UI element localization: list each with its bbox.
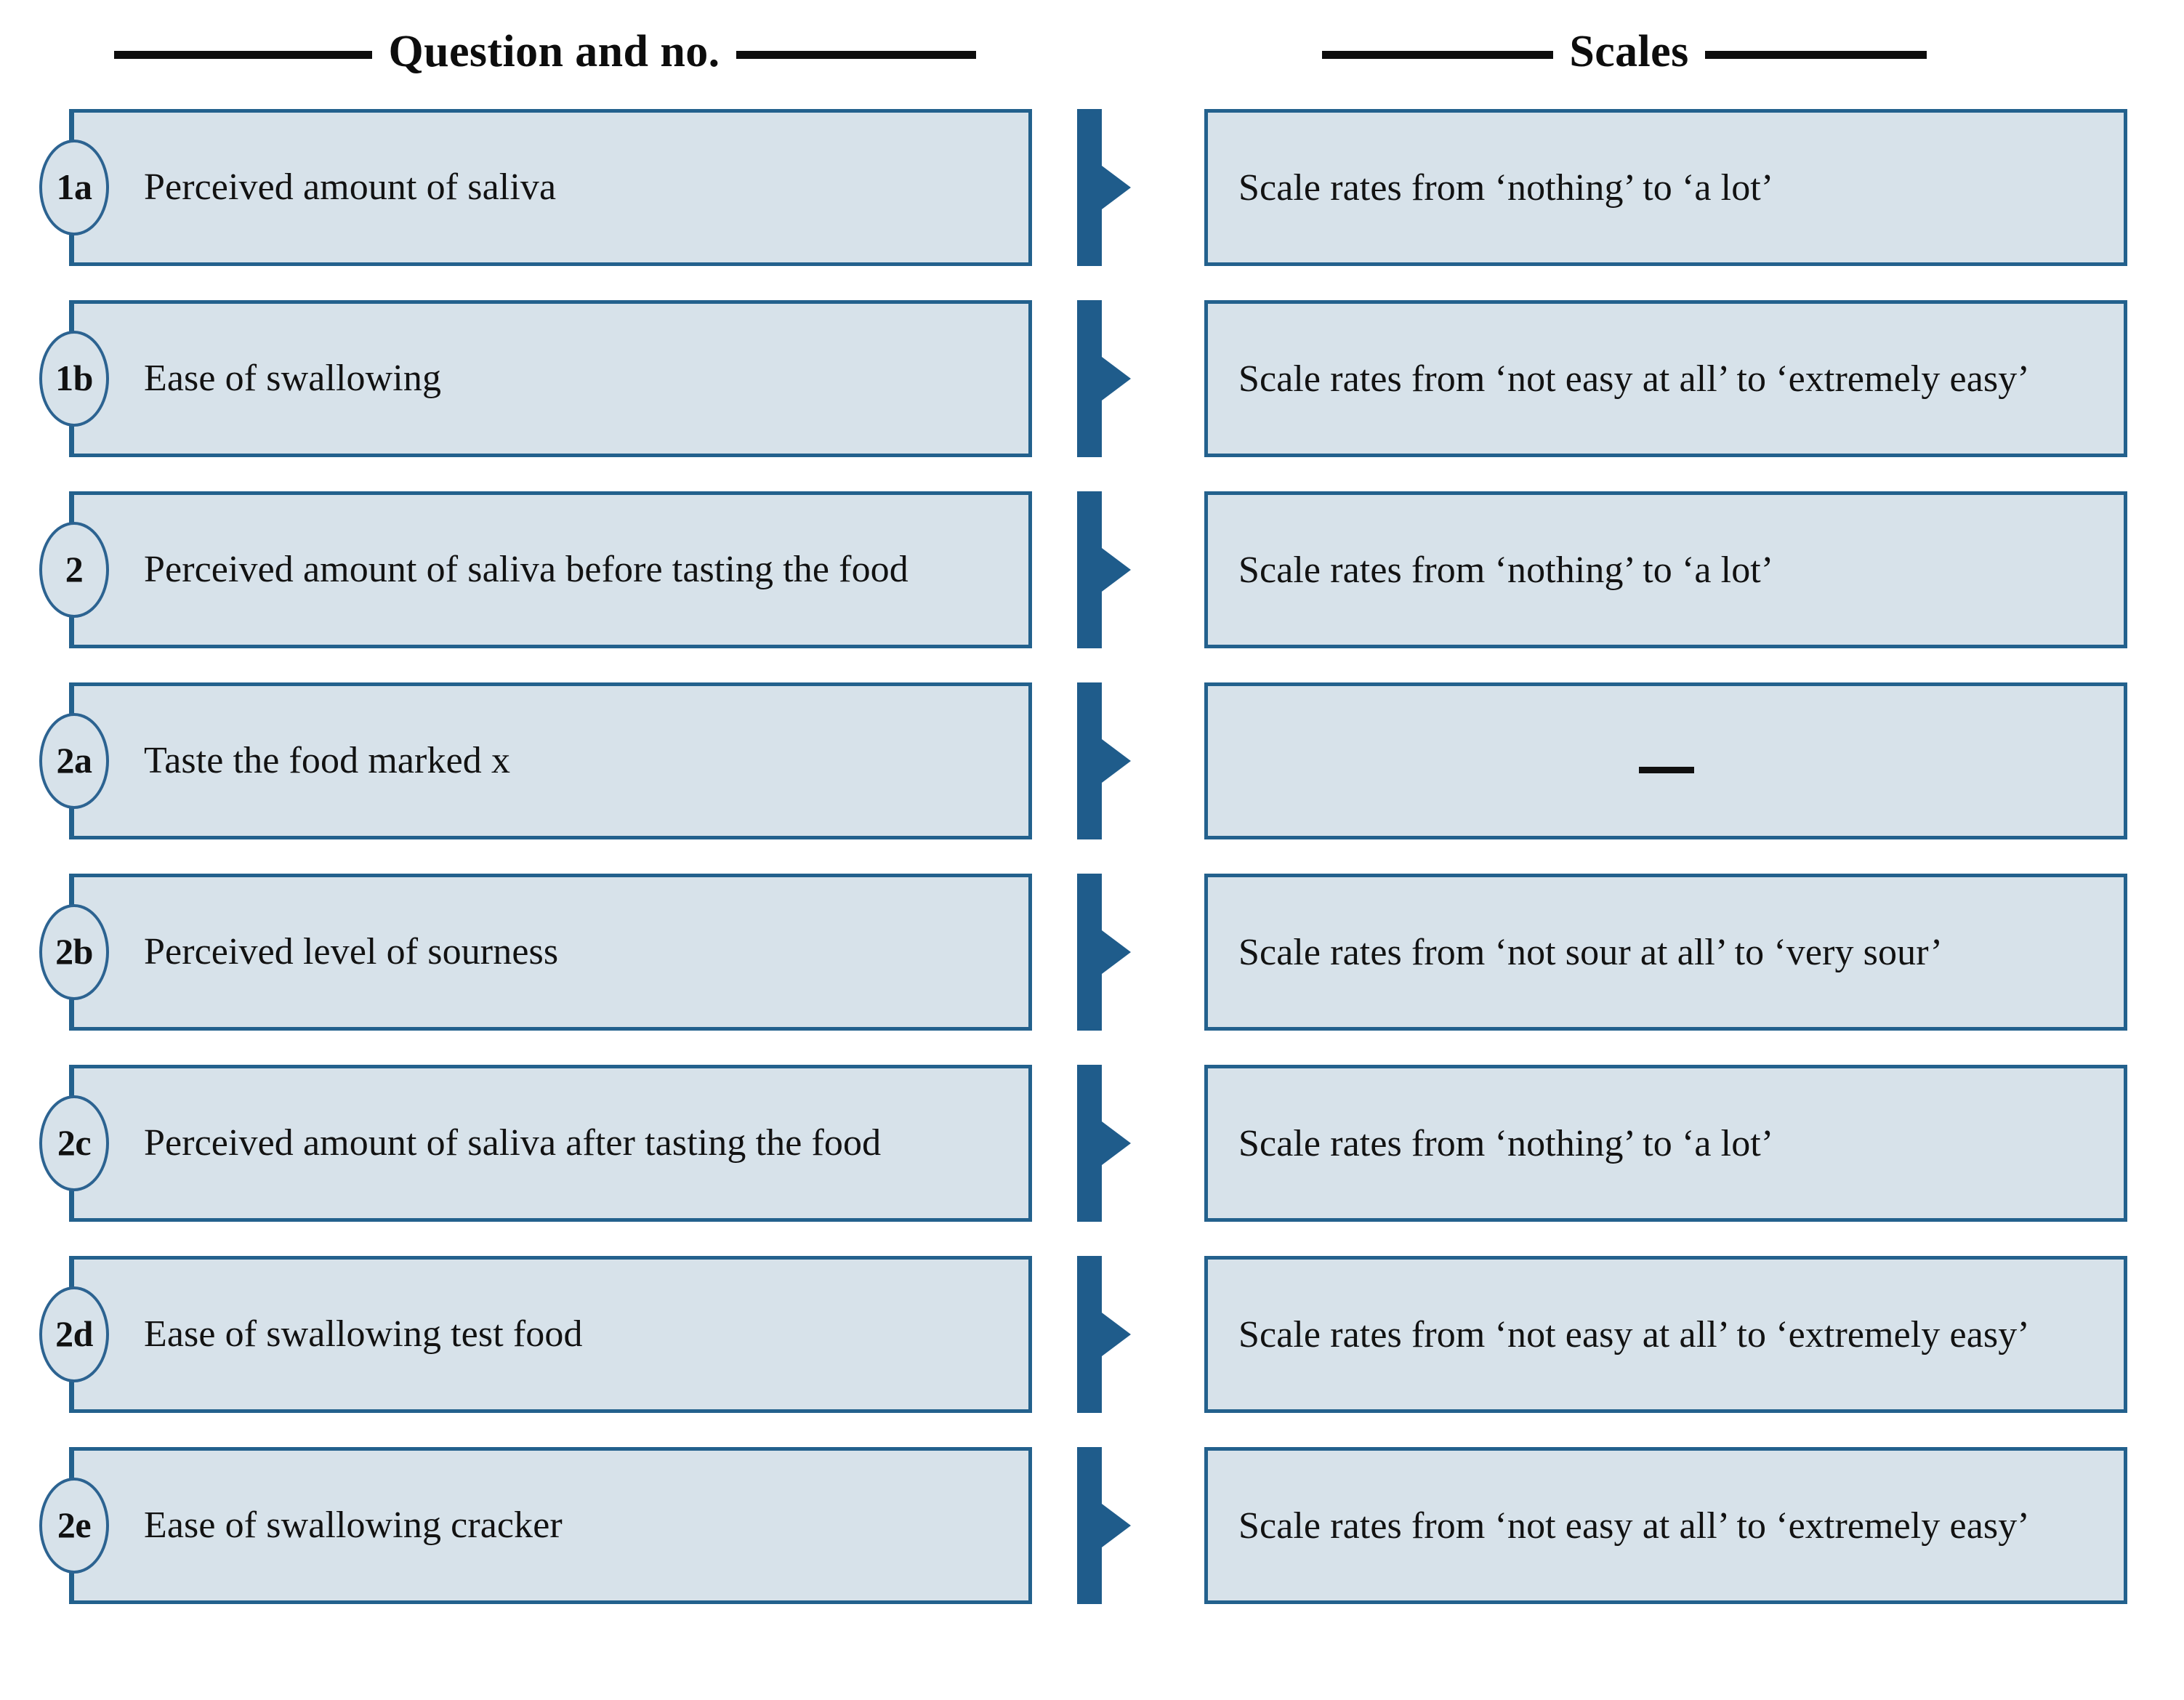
arrow-cell <box>1077 682 1204 839</box>
question-cell: 2b Perceived level of sourness <box>39 874 1032 1031</box>
question-cell: 2e Ease of swallowing cracker <box>39 1447 1032 1604</box>
scale-box-2b[interactable]: Scale rates from ‘not sour at all’ to ‘v… <box>1204 874 2127 1031</box>
scale-text-2d: Scale rates from ‘not easy at all’ to ‘e… <box>1238 1313 2030 1355</box>
question-box-2[interactable]: 2 Perceived amount of saliva before tast… <box>39 491 1032 648</box>
question-text-2: Perceived amount of saliva before tastin… <box>144 549 908 591</box>
scale-box-1a[interactable]: Scale rates from ‘nothing’ to ‘a lot’ <box>1204 109 2127 266</box>
question-number-label-2: 2 <box>65 549 84 589</box>
question-number-label-2a: 2a <box>56 740 93 781</box>
diagram-row-1a: 1a Perceived amount of saliva Scale rate… <box>0 109 2184 266</box>
arrow-cell <box>1077 874 1204 1031</box>
arrow-right-icon-1b <box>1077 300 1143 457</box>
scale-text-2b: Scale rates from ‘not sour at all’ to ‘v… <box>1238 931 1943 973</box>
question-box-1b[interactable]: 1b Ease of swallowing <box>39 300 1032 457</box>
question-number-badge-2a: 2a <box>39 713 109 809</box>
diagram-header: Question and no. Scales <box>0 0 2184 109</box>
header-column-scales: Scales <box>1108 27 2140 77</box>
question-number-label-1a: 1a <box>56 166 93 207</box>
diagram-row-2c: 2c Perceived amount of saliva after tast… <box>0 1065 2184 1222</box>
scale-box-2c[interactable]: Scale rates from ‘nothing’ to ‘a lot’ <box>1204 1065 2127 1222</box>
question-box-1a[interactable]: 1a Perceived amount of saliva <box>39 109 1032 266</box>
arrow-cell <box>1077 109 1204 266</box>
question-number-badge-2b: 2b <box>39 904 109 1000</box>
diagram-row-2a: 2a Taste the food marked x <box>0 682 2184 839</box>
header-rule-right <box>1704 50 1927 59</box>
question-text-2c: Perceived amount of saliva after tasting… <box>144 1122 882 1164</box>
question-cell: 1a Perceived amount of saliva <box>39 109 1032 266</box>
arrow-cell <box>1077 300 1204 457</box>
scale-cell: Scale rates from ‘not easy at all’ to ‘e… <box>1204 1256 2127 1413</box>
scale-box-1b[interactable]: Scale rates from ‘not easy at all’ to ‘e… <box>1204 300 2127 457</box>
scale-box-2d[interactable]: Scale rates from ‘not easy at all’ to ‘e… <box>1204 1256 2127 1413</box>
question-cell: 2d Ease of swallowing test food <box>39 1256 1032 1413</box>
arrow-right-icon-1a <box>1077 109 1143 266</box>
question-number-label-2d: 2d <box>55 1313 93 1354</box>
header-rule-left <box>1322 50 1554 59</box>
scale-text-1b: Scale rates from ‘not easy at all’ to ‘e… <box>1238 358 2030 400</box>
scale-cell: Scale rates from ‘not easy at all’ to ‘e… <box>1204 300 2127 457</box>
arrow-right-icon-2d <box>1077 1256 1143 1413</box>
diagram-row-2b: 2b Perceived level of sourness Scale rat… <box>0 874 2184 1031</box>
arrow-cell <box>1077 1065 1204 1222</box>
diagram-row-2e: 2e Ease of swallowing cracker Scale rate… <box>0 1447 2184 1604</box>
scale-box-2e[interactable]: Scale rates from ‘not easy at all’ to ‘e… <box>1204 1447 2127 1604</box>
header-rule-right <box>736 50 976 59</box>
arrow-right-icon-2e <box>1077 1447 1143 1604</box>
arrow-cell <box>1077 491 1204 648</box>
scale-text-2c: Scale rates from ‘nothing’ to ‘a lot’ <box>1238 1122 1774 1164</box>
question-text-1b: Ease of swallowing <box>144 358 442 400</box>
arrow-cell <box>1077 1447 1204 1604</box>
diagram-row-1b: 1b Ease of swallowing Scale rates from ‘… <box>0 300 2184 457</box>
question-cell: 2 Perceived amount of saliva before tast… <box>39 491 1032 648</box>
scale-none-dash-2a <box>1639 766 1694 773</box>
scale-cell: Scale rates from ‘nothing’ to ‘a lot’ <box>1204 1065 2127 1222</box>
question-text-1a: Perceived amount of saliva <box>144 166 557 209</box>
diagram-rows: 1a Perceived amount of saliva Scale rate… <box>0 109 2184 1638</box>
scale-text-2: Scale rates from ‘nothing’ to ‘a lot’ <box>1238 549 1774 591</box>
arrow-right-icon-2 <box>1077 491 1143 648</box>
arrow-right-icon-2b <box>1077 874 1143 1031</box>
question-number-label-2b: 2b <box>55 931 93 972</box>
question-number-badge-2d: 2d <box>39 1286 109 1382</box>
question-number-label-2c: 2c <box>57 1122 92 1163</box>
question-box-2d[interactable]: 2d Ease of swallowing test food <box>39 1256 1032 1413</box>
diagram-row-2: 2 Perceived amount of saliva before tast… <box>0 491 2184 648</box>
scale-text-1a: Scale rates from ‘nothing’ to ‘a lot’ <box>1238 166 1774 209</box>
header-column-question: Question and no. <box>29 27 1061 77</box>
arrow-cell <box>1077 1256 1204 1413</box>
question-number-badge-1a: 1a <box>39 140 109 235</box>
header-title-question: Question and no. <box>388 27 720 76</box>
scale-cell: Scale rates from ‘nothing’ to ‘a lot’ <box>1204 109 2127 266</box>
question-box-2e[interactable]: 2e Ease of swallowing cracker <box>39 1447 1032 1604</box>
scale-cell <box>1204 682 2127 839</box>
header-rule-left <box>114 50 373 59</box>
question-box-2c[interactable]: 2c Perceived amount of saliva after tast… <box>39 1065 1032 1222</box>
scale-text-2e: Scale rates from ‘not easy at all’ to ‘e… <box>1238 1504 2030 1547</box>
question-text-2b: Perceived level of sourness <box>144 931 559 973</box>
scale-cell: Scale rates from ‘nothing’ to ‘a lot’ <box>1204 491 2127 648</box>
scale-cell: Scale rates from ‘not easy at all’ to ‘e… <box>1204 1447 2127 1604</box>
question-box-2a[interactable]: 2a Taste the food marked x <box>39 682 1032 839</box>
question-cell: 2c Perceived amount of saliva after tast… <box>39 1065 1032 1222</box>
question-box-2b[interactable]: 2b Perceived level of sourness <box>39 874 1032 1031</box>
question-number-badge-2: 2 <box>39 522 109 618</box>
question-text-2d: Ease of swallowing test food <box>144 1313 583 1355</box>
question-cell: 1b Ease of swallowing <box>39 300 1032 457</box>
question-number-badge-2e: 2e <box>39 1478 109 1574</box>
question-text-2a: Taste the food marked x <box>144 740 511 782</box>
diagram-row-2d: 2d Ease of swallowing test food Scale ra… <box>0 1256 2184 1413</box>
arrow-right-icon-2a <box>1077 682 1143 839</box>
question-number-label-1b: 1b <box>55 358 93 398</box>
question-cell: 2a Taste the food marked x <box>39 682 1032 839</box>
question-number-label-2e: 2e <box>57 1504 92 1545</box>
scale-cell: Scale rates from ‘not sour at all’ to ‘v… <box>1204 874 2127 1031</box>
scale-box-2[interactable]: Scale rates from ‘nothing’ to ‘a lot’ <box>1204 491 2127 648</box>
header-title-scales: Scales <box>1569 27 1689 76</box>
question-number-badge-2c: 2c <box>39 1095 109 1191</box>
question-number-badge-1b: 1b <box>39 331 109 427</box>
question-text-2e: Ease of swallowing cracker <box>144 1504 563 1547</box>
scale-box-2a[interactable] <box>1204 682 2127 839</box>
arrow-right-icon-2c <box>1077 1065 1143 1222</box>
scale-text-2a <box>1639 738 1694 785</box>
